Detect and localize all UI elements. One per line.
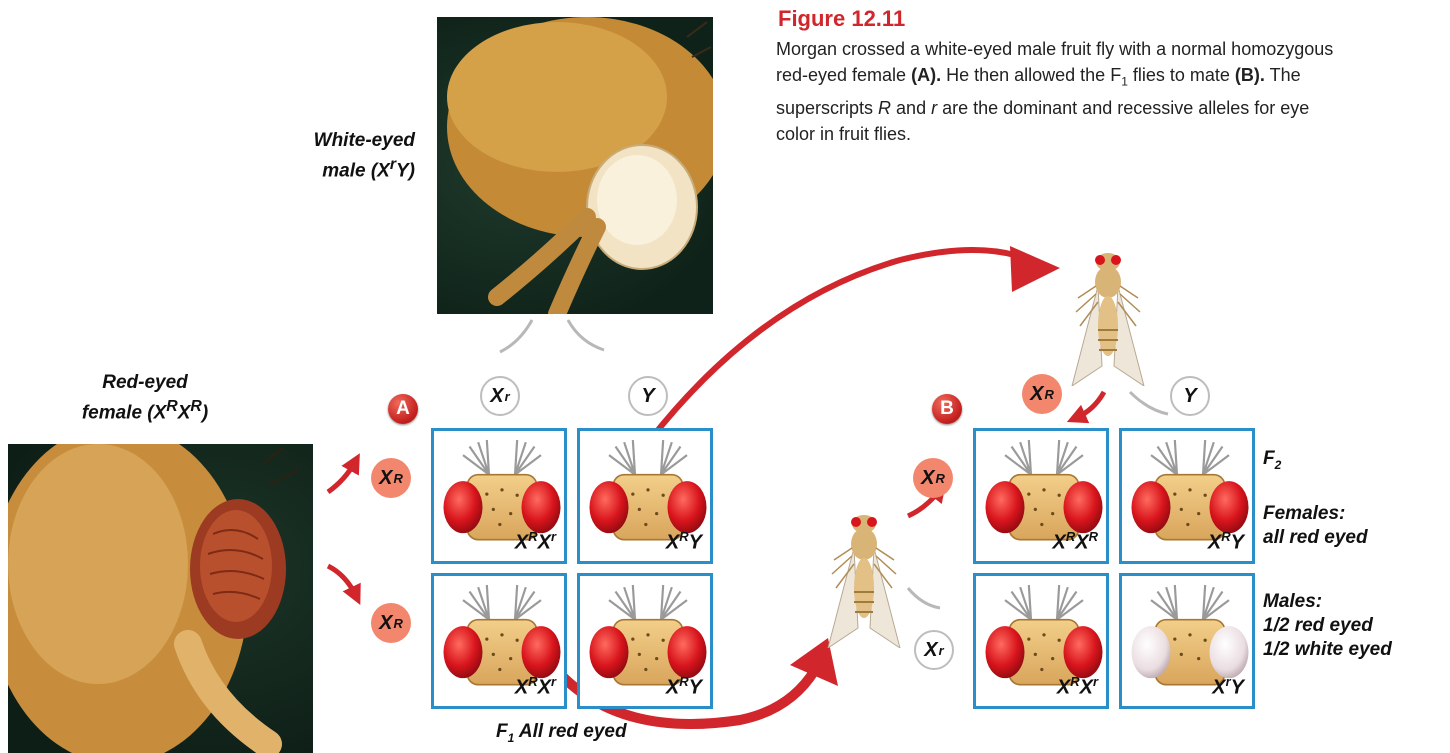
cross-a-cell: XRXr	[431, 573, 567, 709]
big-curved-arrow-icon	[1010, 246, 1060, 292]
females-result: Females:all red eyed	[1263, 502, 1368, 550]
cross-a-cell: XRXr	[431, 428, 567, 564]
males-line-2: 1/2 red eyed	[1263, 615, 1373, 636]
f1-result-label: F1 All red eyed	[496, 720, 627, 750]
males-result: Males: 1/2 red eyed 1/2 white eyed	[1263, 590, 1392, 662]
males-line-3: 1/2 white eyed	[1263, 639, 1392, 660]
badge-b: B	[932, 394, 962, 424]
cross-a-cell: XRY	[577, 573, 713, 709]
genotype: XRXr	[1057, 674, 1098, 700]
genotype: XRY	[666, 674, 702, 700]
f2-label: F2	[1263, 447, 1281, 477]
big-curved-arrow-icon	[650, 250, 1030, 440]
genotype: XRXR	[1053, 529, 1098, 555]
badge-a: A	[388, 394, 418, 424]
males-line-1: Males:	[1263, 591, 1322, 612]
whole-fly-icon	[824, 508, 904, 648]
cross-a-top-allele-y: Y	[628, 376, 668, 416]
cross-b-cell: XRXR	[973, 428, 1109, 564]
genotype: XRY	[666, 529, 702, 555]
cross-b-cell: XRY	[1119, 428, 1255, 564]
genotype: XRY	[1208, 529, 1244, 555]
gray-arrow-icon	[1130, 392, 1168, 414]
cross-b-top-allele-y: Y	[1170, 376, 1210, 416]
red-arrow-icon	[328, 462, 355, 492]
whole-fly-icon	[1068, 246, 1148, 386]
red-arrow-icon	[1076, 392, 1104, 418]
genotype: XrY	[1212, 674, 1244, 700]
cross-b-cell: XrY	[1119, 573, 1255, 709]
gray-arrow-icon	[908, 588, 940, 608]
gray-arrow-icon	[568, 320, 604, 350]
red-arrow-icon	[328, 566, 356, 596]
genotype: XRXr	[515, 674, 556, 700]
genotype: XRXr	[515, 529, 556, 555]
cross-b-cell: XRXr	[973, 573, 1109, 709]
cross-a-cell: XRY	[577, 428, 713, 564]
gray-arrow-icon	[500, 320, 532, 352]
